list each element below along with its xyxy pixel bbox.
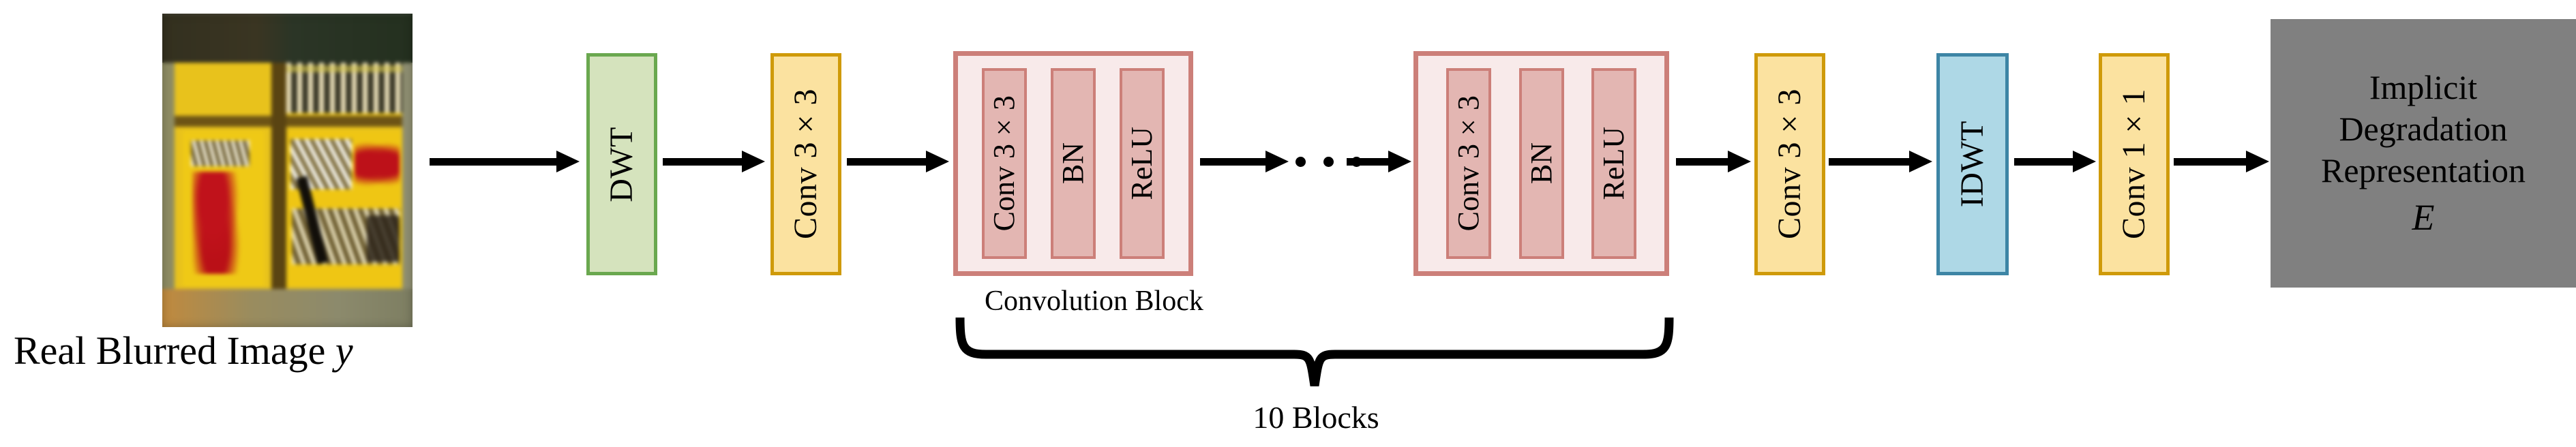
convblock1-relu-layer[interactable]: ReLU bbox=[1120, 68, 1165, 259]
arrow-dwt-to-conv33a bbox=[663, 151, 765, 172]
convblock2-relu-layer[interactable]: ReLU bbox=[1591, 68, 1637, 259]
conv3x3-first-label: Conv 3×3 bbox=[788, 89, 824, 240]
idwt-label: IDWT bbox=[1954, 121, 1990, 208]
convblock2-bn-label: BN bbox=[1524, 142, 1558, 185]
output-line-2: Degradation bbox=[2339, 109, 2508, 148]
arrow-head bbox=[2246, 151, 2269, 172]
ellipsis-icon bbox=[1296, 157, 1362, 167]
arrow-conv33a-to-block1 bbox=[847, 151, 949, 172]
conv1x1-label: Conv 1×1 bbox=[2116, 89, 2152, 240]
convblock2-bn-layer[interactable]: BN bbox=[1518, 68, 1564, 259]
convblock1-bn-layer[interactable]: BN bbox=[1051, 68, 1096, 259]
ten-blocks-label: 10 Blocks bbox=[1253, 400, 1379, 435]
arrow-conv11-to-output bbox=[2174, 151, 2269, 172]
arrow-block1-to-ellipsis bbox=[1200, 151, 1289, 172]
arrow-image-to-dwt bbox=[430, 151, 580, 172]
arrow-shaft bbox=[1829, 158, 1911, 166]
output-line-1: Implicit bbox=[2369, 67, 2478, 106]
arrow-conv33b-to-idwt bbox=[1829, 151, 1932, 172]
arrow-shaft bbox=[847, 158, 927, 166]
convblock2-conv-layer[interactable]: Conv 3×3 bbox=[1446, 68, 1491, 259]
ellipsis-dot bbox=[1296, 157, 1306, 167]
arrow-head bbox=[556, 151, 580, 172]
arrow-head bbox=[1265, 151, 1289, 172]
input-blurred-image bbox=[162, 14, 413, 327]
output-representation-block: Implicit Degradation Representation E bbox=[2271, 19, 2576, 288]
convblock2-relu-label: ReLU bbox=[1597, 127, 1631, 200]
arrow-head bbox=[1909, 151, 1932, 172]
convblock1-conv-label: Conv 3×3 bbox=[987, 95, 1021, 232]
arrow-ellipsis-to-block2 bbox=[1347, 151, 1411, 172]
arrow-head bbox=[926, 151, 949, 172]
conv1x1-block[interactable]: Conv 1×1 bbox=[2099, 53, 2170, 275]
convolution-block-1[interactable]: Conv 3×3 BN ReLU bbox=[953, 51, 1193, 276]
arrow-shaft bbox=[1676, 158, 1729, 166]
input-caption-text: Real Blurred Image bbox=[14, 328, 335, 373]
convblock2-conv-label: Conv 3×3 bbox=[1451, 95, 1485, 232]
arrow-shaft bbox=[1200, 158, 1267, 166]
dwt-block[interactable]: DWT bbox=[586, 53, 657, 275]
dwt-label: DWT bbox=[603, 126, 640, 202]
convblock1-bn-label: BN bbox=[1056, 142, 1090, 185]
arrow-shaft bbox=[2014, 158, 2074, 166]
arrow-head bbox=[742, 151, 765, 172]
output-symbol: E bbox=[2412, 196, 2435, 238]
convblock1-conv-layer[interactable]: Conv 3×3 bbox=[982, 68, 1027, 259]
arrow-idwt-to-conv11 bbox=[2014, 151, 2096, 172]
arrow-head bbox=[1388, 151, 1411, 172]
arrow-block2-to-conv33b bbox=[1676, 151, 1751, 172]
conv3x3-first-block[interactable]: Conv 3×3 bbox=[770, 53, 841, 275]
arrow-shaft bbox=[663, 158, 743, 166]
arrow-head bbox=[1728, 151, 1751, 172]
brace-icon bbox=[955, 317, 1674, 386]
arrow-shaft bbox=[430, 158, 558, 166]
ellipsis-dot bbox=[1351, 157, 1362, 167]
arrow-head bbox=[2073, 151, 2096, 172]
arrow-shaft bbox=[2174, 158, 2247, 166]
thumb-blur-overlay bbox=[162, 14, 413, 327]
conv3x3-second-block[interactable]: Conv 3×3 bbox=[1754, 53, 1825, 275]
idwt-block[interactable]: IDWT bbox=[1936, 53, 2009, 275]
convblock1-relu-label: ReLU bbox=[1125, 127, 1158, 200]
ellipsis-dot bbox=[1323, 157, 1334, 167]
input-caption-symbol: y bbox=[335, 328, 353, 373]
output-line-3: Representation bbox=[2321, 151, 2526, 189]
ten-blocks-brace bbox=[953, 315, 1676, 392]
input-caption: Real Blurred Image y bbox=[14, 328, 586, 374]
conv3x3-second-label: Conv 3×3 bbox=[1771, 89, 1808, 240]
convolution-block-2[interactable]: Conv 3×3 BN ReLU bbox=[1413, 51, 1669, 276]
convolution-block-caption: Convolution Block bbox=[985, 286, 1203, 317]
arrow-shaft bbox=[1347, 158, 1390, 166]
